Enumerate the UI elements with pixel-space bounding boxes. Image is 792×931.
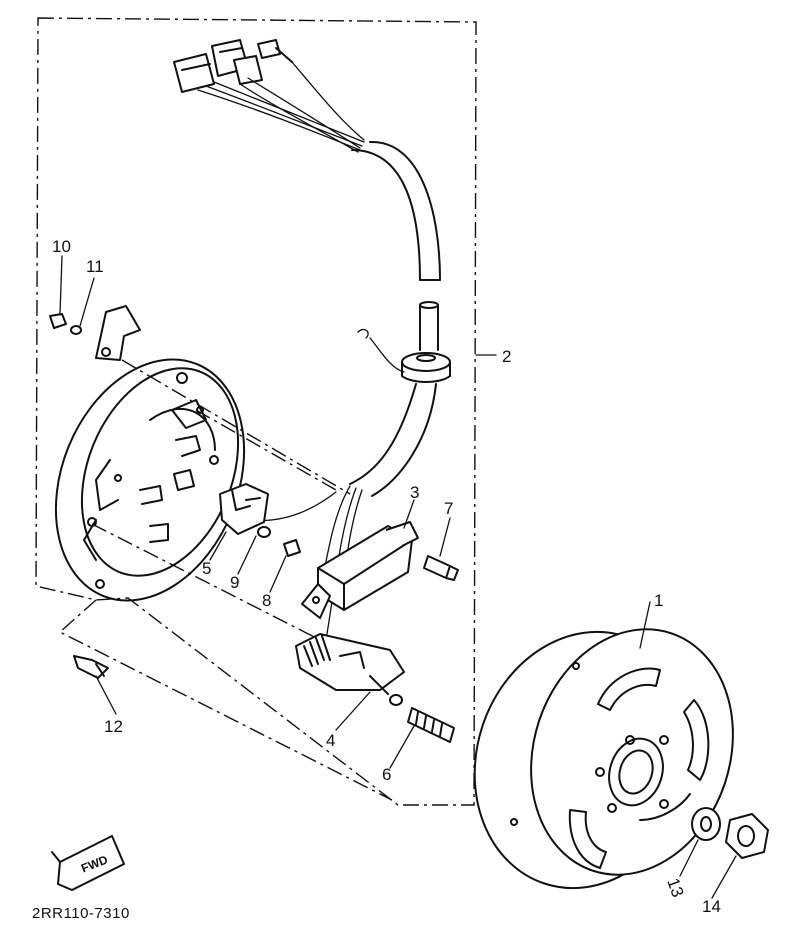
part-label-13: 13 — [663, 876, 687, 900]
pickup-coil — [219, 483, 301, 557]
assembly-boundary — [35, 17, 477, 806]
part-label-8: 8 — [262, 591, 271, 610]
cdi-unit — [301, 521, 459, 619]
part-label-10: 10 — [52, 237, 71, 256]
fwd-arrow: FWD — [51, 835, 125, 891]
washer-13 — [691, 807, 721, 841]
bracket-assembly — [49, 305, 141, 361]
leader-lines — [59, 255, 737, 899]
alignment-lines — [58, 359, 393, 801]
wire-connectors — [173, 39, 293, 93]
nut-14 — [725, 813, 769, 859]
part-label-6: 6 — [382, 765, 391, 784]
part-label-14: 14 — [702, 897, 721, 916]
part-label-4: 4 — [326, 731, 335, 750]
part-label-7: 7 — [444, 499, 453, 518]
part-label-9: 9 — [230, 573, 239, 592]
drawing-code: 2RR110-7310 — [32, 905, 130, 922]
part-label-1: 1 — [654, 591, 663, 610]
grommet-cable — [349, 301, 451, 497]
flywheel-rotor — [473, 628, 734, 890]
part-label-3: 3 — [410, 483, 419, 502]
part-label-12: 12 — [104, 717, 123, 736]
screw-12 — [73, 655, 109, 679]
charging-coil — [295, 633, 455, 743]
wire-bundle — [197, 61, 441, 281]
part-label-11: 11 — [86, 257, 104, 276]
part-label-5: 5 — [202, 559, 211, 578]
part-label-2: 2 — [502, 347, 511, 366]
